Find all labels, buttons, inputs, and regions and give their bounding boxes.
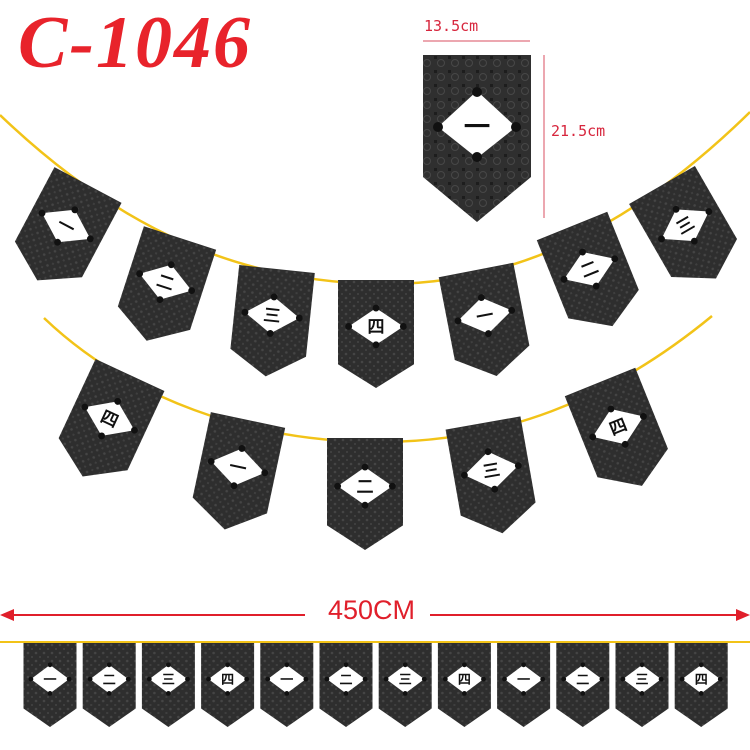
pennant-flag: 三 xyxy=(445,416,536,534)
flag-character: 二 xyxy=(339,673,352,688)
pennant-flag: 三 xyxy=(378,643,432,727)
height-label: 21.5cm xyxy=(551,122,606,140)
arrow-right-icon xyxy=(736,609,750,621)
flag-character: 三 xyxy=(263,305,282,327)
arrow-left-icon xyxy=(0,609,14,621)
pennant-flag: 三 xyxy=(629,166,738,279)
width-label: 13.5cm xyxy=(424,17,479,35)
flag-character: 一 xyxy=(280,673,293,688)
flag-character: 二 xyxy=(357,477,374,497)
pennant-flag: 一 xyxy=(14,167,122,281)
sample-flag-diamond xyxy=(438,91,516,158)
flag-character: 一 xyxy=(517,673,530,688)
upper-string-flags: 一二三四一二三 xyxy=(14,166,738,388)
lower-string-flags: 四一二 三 四 xyxy=(58,358,668,550)
product-code-title: C-1046 xyxy=(18,2,252,84)
pennant-flag: 四 xyxy=(58,358,165,477)
pennant-flag: 一 xyxy=(23,643,77,727)
flag-character: 四 xyxy=(97,407,121,432)
flag-character: 三 xyxy=(481,460,501,483)
pennant-flag: 四 xyxy=(338,280,414,388)
sample-flag: 一 xyxy=(423,40,545,222)
pennant-flag: 四 xyxy=(564,367,668,486)
flag-character: 四 xyxy=(695,673,708,688)
flag-character: 四 xyxy=(221,673,234,688)
upper-string xyxy=(0,111,750,286)
flag-character: 三 xyxy=(635,673,648,688)
pennant-flag: 二 xyxy=(319,643,373,727)
pennant-flag: 三 xyxy=(615,643,669,727)
flag-character: 二 xyxy=(154,271,176,295)
flag-character: 三 xyxy=(399,673,412,688)
pennant-flag: 一 xyxy=(260,643,314,727)
pennant-flag: 二 xyxy=(536,211,639,327)
pennant-flag: 四 xyxy=(201,643,255,727)
pennant-flag: 二 xyxy=(556,643,610,727)
flag-character: 二 xyxy=(103,673,116,688)
straight-string-flags: 一二三四一二三四一二三四 xyxy=(23,643,728,727)
pennant-flag: 四 xyxy=(437,643,491,727)
flag-character: 一 xyxy=(227,457,248,480)
flag-character: 二 xyxy=(578,258,601,283)
flag-character: 二 xyxy=(576,673,589,688)
pennant-flag: 一 xyxy=(192,412,286,530)
pennant-flag: 二 xyxy=(327,438,403,550)
flag-character: 四 xyxy=(458,673,471,688)
flag-character: 三 xyxy=(162,673,175,688)
pennant-flag: 一 xyxy=(438,262,530,377)
pennant-flag: 二 xyxy=(117,226,217,341)
pennant-flag: 四 xyxy=(674,643,728,727)
flag-character: 四 xyxy=(368,318,385,338)
sample-flag-character: 一 xyxy=(464,113,490,143)
flag-character: 一 xyxy=(475,305,496,328)
pennant-flag: 一 xyxy=(497,643,551,727)
length-arrow xyxy=(0,609,750,621)
pennant-flag: 三 xyxy=(141,643,195,727)
flag-character: 四 xyxy=(607,415,630,440)
flag-character: 一 xyxy=(43,673,56,688)
pennant-flag: 二 xyxy=(82,643,136,727)
length-label: 450CM xyxy=(322,594,422,626)
pennant-flag: 三 xyxy=(230,265,315,377)
